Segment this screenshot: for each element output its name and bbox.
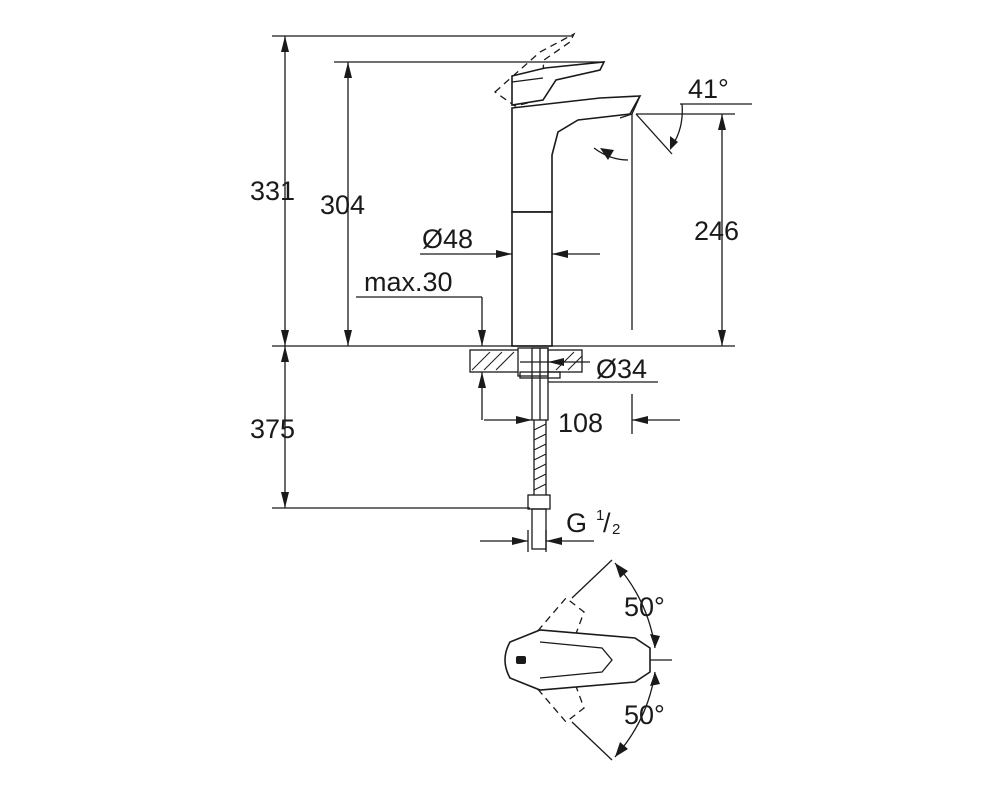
dim-projection: 108 — [481, 390, 680, 438]
label-108: 108 — [558, 408, 603, 438]
dim-hole-diameter: Ø34 — [520, 354, 658, 384]
dim-spout-angle: 41° — [593, 74, 752, 161]
label-331: 331 — [250, 176, 295, 206]
label-375: 375 — [250, 414, 295, 444]
dim-connection-thread: G 1 / 2 — [480, 507, 620, 552]
lever-rotated-down — [529, 669, 585, 723]
label-34: Ø34 — [596, 354, 647, 384]
label-g-num: 1 — [596, 507, 604, 524]
label-g-slash: / — [603, 508, 611, 538]
lever-rotated-up — [529, 597, 585, 651]
dim-spout-height: 246 — [636, 113, 739, 346]
label-g: G — [566, 508, 587, 538]
lever-top — [504, 629, 651, 691]
label-50-up: 50° — [624, 592, 665, 622]
label-48: Ø48 — [422, 224, 473, 254]
dim-lever-height: 304 — [320, 61, 604, 346]
spout — [511, 95, 642, 213]
label-max30: max.30 — [364, 267, 453, 297]
faucet-side-view — [493, 32, 642, 347]
label-41-deg: 41° — [688, 74, 729, 104]
faucet-top-view: 50° 50° — [504, 559, 672, 761]
mounting-section — [469, 347, 583, 550]
label-246: 246 — [694, 216, 739, 246]
lever-raised-outline — [493, 32, 576, 107]
label-50-down: 50° — [624, 700, 665, 730]
dim-body-diameter: Ø48 — [420, 224, 600, 258]
label-g-den: 2 — [612, 521, 620, 538]
label-304: 304 — [320, 190, 365, 220]
dim-hose-length: 375 — [250, 346, 530, 509]
lever-handle — [511, 61, 606, 106]
dim-overall-height: 331 — [250, 35, 572, 346]
dim-max-thickness: max.30 — [356, 267, 486, 390]
faucet-body — [511, 211, 553, 347]
